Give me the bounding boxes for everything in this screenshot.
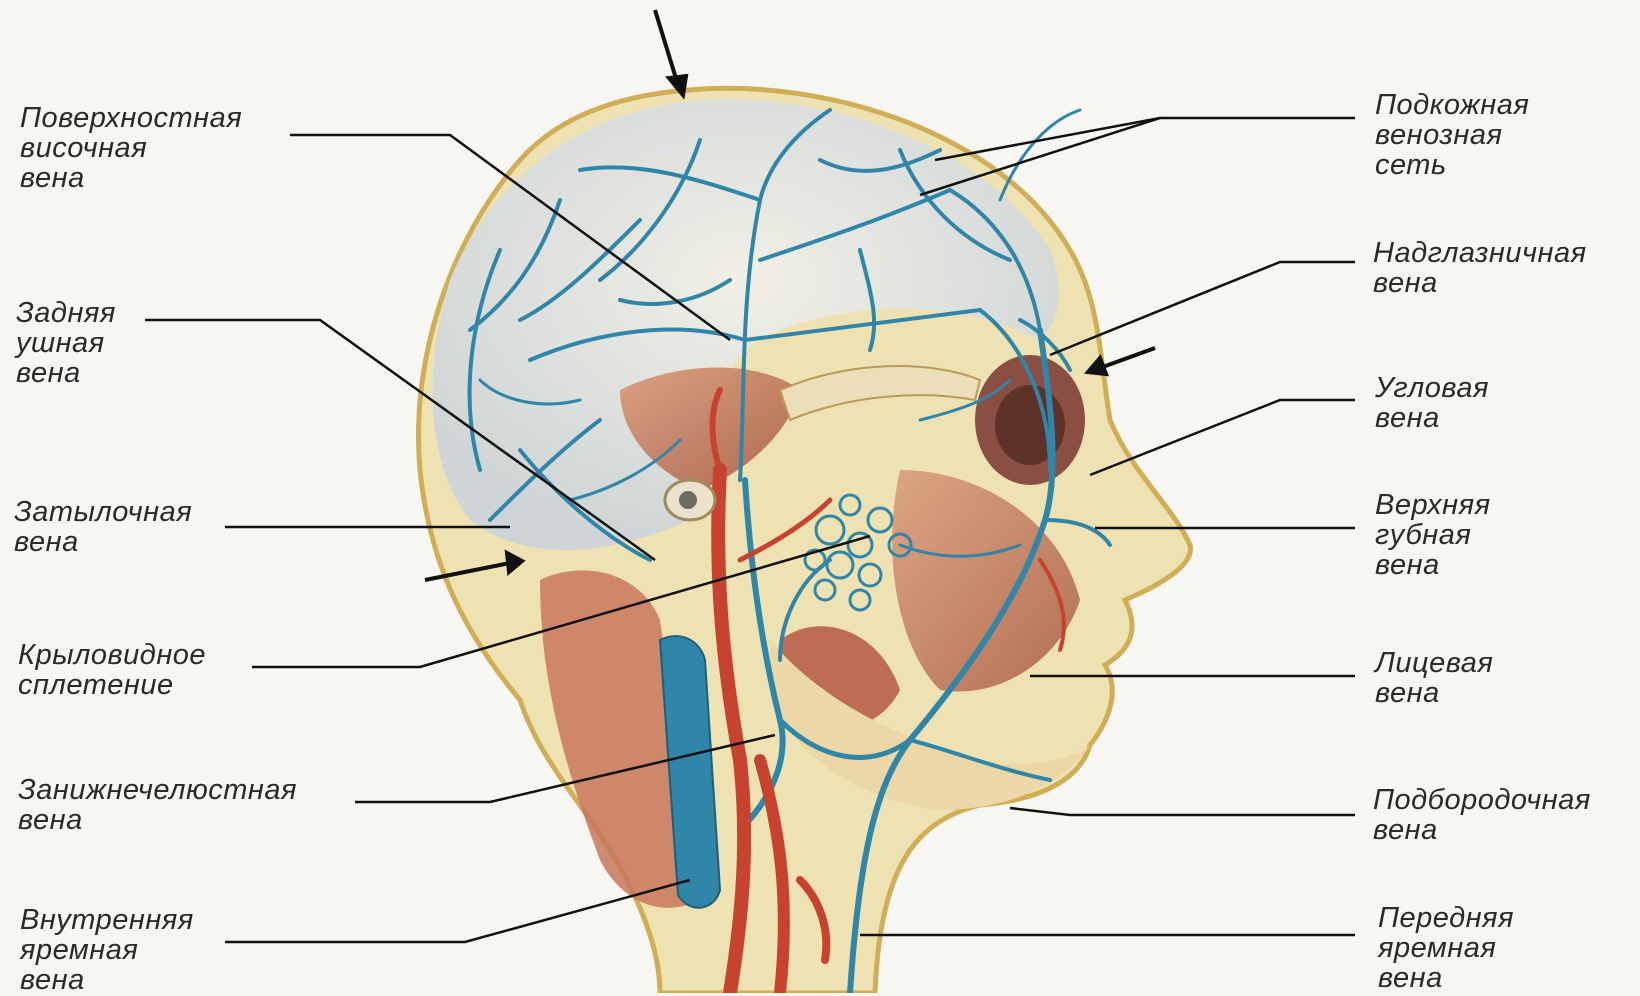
label-superior-labial-vein: Верхняя губная вена <box>1375 490 1491 580</box>
label-posterior-auricular-vein: Задняя ушная вена <box>16 298 116 388</box>
label-subcutaneous-venous-network: Подкожная венозная сеть <box>1375 90 1529 180</box>
label-facial-vein: Лицевая вена <box>1375 648 1493 708</box>
label-pterygoid-plexus: Крыловидное сплетение <box>18 640 206 700</box>
label-occipital-vein: Затылочная вена <box>14 497 192 557</box>
label-submental-vein: Подбородочная вена <box>1373 785 1591 845</box>
leader-internal-jugular <box>225 880 690 942</box>
label-angular-vein: Угловая вена <box>1375 373 1489 433</box>
leader-subcutaneous-1 <box>935 118 1355 160</box>
label-supraorbital-vein: Надглазничная вена <box>1373 238 1587 298</box>
label-anterior-jugular-vein: Передняя яремная вена <box>1378 903 1514 993</box>
label-internal-jugular-vein: Внутренняя яремная вена <box>20 905 194 995</box>
label-retromandibular-vein: Занижнечелюстная вена <box>18 775 297 835</box>
label-superficial-temporal-vein: Поверхностная височная вена <box>20 103 242 193</box>
head-illustration <box>418 88 1190 993</box>
ear-canal-hole <box>679 491 697 509</box>
leader-submental <box>1010 808 1355 815</box>
